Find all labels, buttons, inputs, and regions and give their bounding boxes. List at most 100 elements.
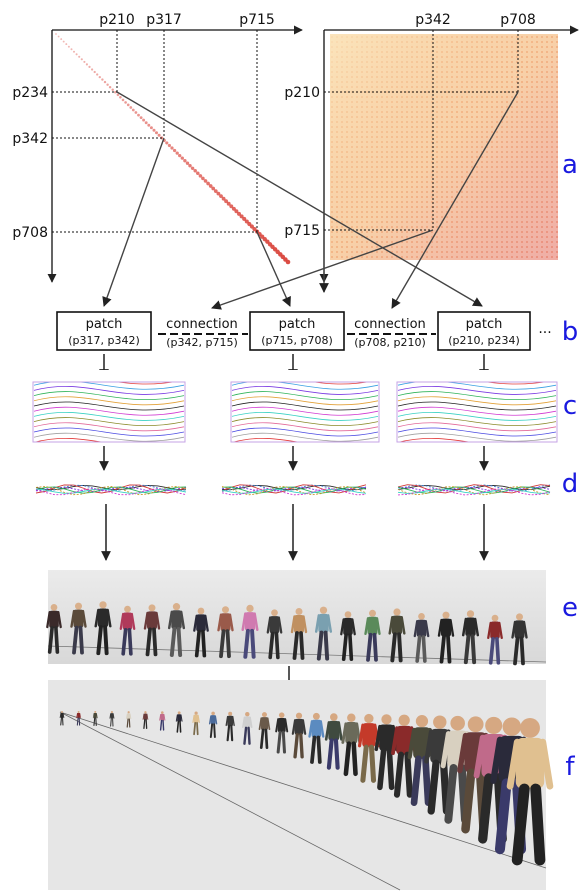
walker-figure (374, 714, 399, 791)
walker-figure (391, 714, 418, 798)
walker-figure (364, 609, 381, 662)
crowd-strip-render (46, 570, 547, 666)
trajectory-bundle-1 (35, 484, 187, 496)
row-label-d: d (562, 469, 579, 499)
patch-1-title: patch (86, 317, 123, 332)
curve-field-line (33, 432, 185, 442)
walker-figure (357, 713, 380, 783)
diagonal-dot (67, 45, 70, 48)
patch-3-title: patch (466, 317, 503, 332)
diagonal-dot (208, 184, 213, 188)
walker-figure (291, 712, 307, 759)
patch-box-3: patch (p210, p234) (437, 311, 531, 351)
trajectory-line (397, 486, 551, 496)
walker-figure (437, 611, 455, 664)
diagonal-dot (75, 53, 78, 56)
diagonal-dot (124, 101, 127, 104)
sequence-row: patch (p317, p342) connection (p342, p71… (56, 311, 552, 351)
diagonal-dot (106, 83, 109, 86)
curve-field-line (231, 432, 379, 442)
walker-figure (193, 607, 209, 658)
diagonal-dot (165, 141, 169, 145)
diagonal-dot (90, 68, 94, 71)
diagonal-dot (203, 179, 208, 183)
crowd-perspective-floor-line-1 (59, 711, 547, 869)
crowd-strip-walkers (46, 601, 528, 666)
diagonal-dot (93, 70, 96, 74)
patch-box-2: patch (p715, p708) (249, 311, 345, 351)
trajectory-line (35, 486, 187, 494)
row-label-f: f (565, 752, 575, 782)
walker-figure (109, 711, 115, 727)
walker-figure (192, 711, 200, 736)
patch-3-args: (p210, p234) (448, 334, 520, 347)
curve-field-line (231, 411, 379, 421)
left-matrix: p210 p317 p715 p234 p342 p708 (12, 12, 303, 283)
trajectory-line (397, 486, 551, 494)
curve-field-line (397, 432, 557, 442)
diagonal-dot (114, 91, 117, 94)
row-label-a: a (562, 150, 578, 180)
row-label-e: e (562, 593, 578, 623)
diagonal-dot (131, 108, 135, 112)
trajectory-line (35, 484, 187, 491)
trajectory-line (221, 488, 367, 496)
diagonal-dot (137, 113, 140, 117)
diagonal-dot (147, 123, 151, 127)
diagonal-dot (144, 121, 148, 125)
trajectory-bundle-2 (221, 484, 367, 496)
walker-figure (94, 601, 112, 656)
curve-field-clip-top (31, 370, 187, 382)
patch-box-1: patch (p317, p342) (56, 311, 152, 351)
diagonal-dot (249, 224, 254, 229)
trajectory-line (221, 486, 367, 496)
diagonal-dot (119, 96, 122, 99)
curve-field-line (33, 427, 185, 437)
diagonal-dot (142, 118, 146, 122)
curve-field-border (230, 381, 380, 443)
right-side-tick-1: p715 (284, 223, 320, 239)
right-side-tick-0: p210 (284, 85, 320, 101)
walker-figure (487, 614, 503, 665)
diagonal-dot (196, 171, 200, 176)
curve-field-line (33, 385, 185, 395)
connection-1-args: (p342, p715) (166, 336, 238, 349)
self-similarity-diagonal (55, 33, 291, 265)
walker-figure (413, 613, 430, 663)
curve-field-line (231, 396, 379, 406)
right-top-tick-1: p708 (500, 12, 536, 28)
diagonal-dot (226, 201, 231, 206)
walker-figure (241, 604, 259, 659)
diagonal-dot (57, 35, 60, 38)
trajectory-line (397, 488, 551, 496)
diagonal-dot (152, 128, 156, 132)
diagonal-dot (185, 161, 190, 165)
diagonal-dot (221, 196, 226, 201)
sequence-ellipsis: ... (538, 321, 551, 337)
trajectory-bundles-row (35, 484, 551, 496)
diagonal-dot (237, 211, 241, 216)
row-labels: a b c d e f (562, 150, 579, 782)
diagonal-dot (134, 111, 138, 114)
left-top-tick-0: p210 (99, 12, 135, 28)
walker-figure (119, 605, 136, 656)
curve-field-line (33, 391, 185, 401)
curve-field-line (397, 422, 557, 432)
row-label-b: b (562, 317, 579, 347)
walker-figure (175, 711, 183, 733)
curve-field-line (231, 422, 379, 432)
right-matrix: p342 p708 p210 p715 (284, 12, 579, 283)
diagonal-dot (62, 40, 65, 43)
trajectory-line (397, 484, 551, 494)
walker-figure (258, 712, 271, 750)
left-side-tick-1: p342 (12, 131, 48, 147)
diagonal-dot (201, 176, 205, 181)
trajectory-line (35, 488, 187, 496)
arrow-p210-to-patch-3 (116, 91, 483, 307)
diagonal-dot (190, 166, 195, 171)
curve-field-3 (395, 370, 559, 457)
curve-field-border (32, 381, 186, 443)
diagonal-dot (193, 169, 197, 173)
walker-figure (92, 711, 98, 726)
